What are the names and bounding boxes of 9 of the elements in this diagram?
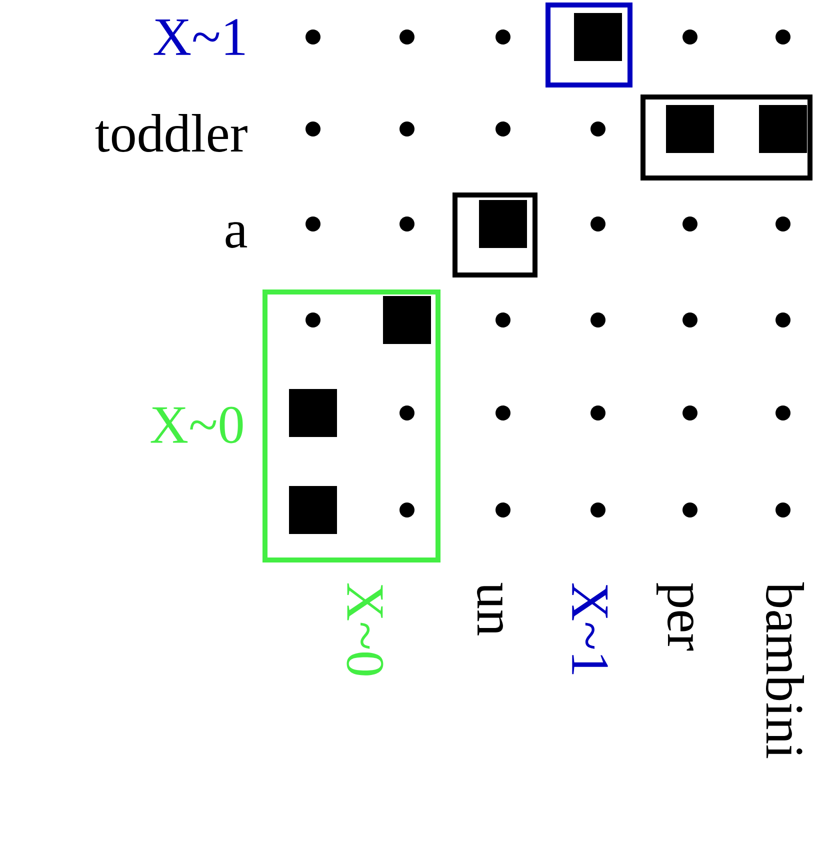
row-label: X~1 — [154, 19, 245, 55]
column-label: X~0 — [346, 583, 384, 676]
column-label: bambini — [766, 582, 804, 758]
column-label: X~1 — [572, 583, 608, 674]
row-label: a — [226, 222, 248, 248]
column-label: un — [477, 582, 503, 636]
row-label: toddler — [95, 114, 248, 152]
column-label: per — [656, 583, 694, 651]
row-label: X~0 — [150, 406, 243, 444]
